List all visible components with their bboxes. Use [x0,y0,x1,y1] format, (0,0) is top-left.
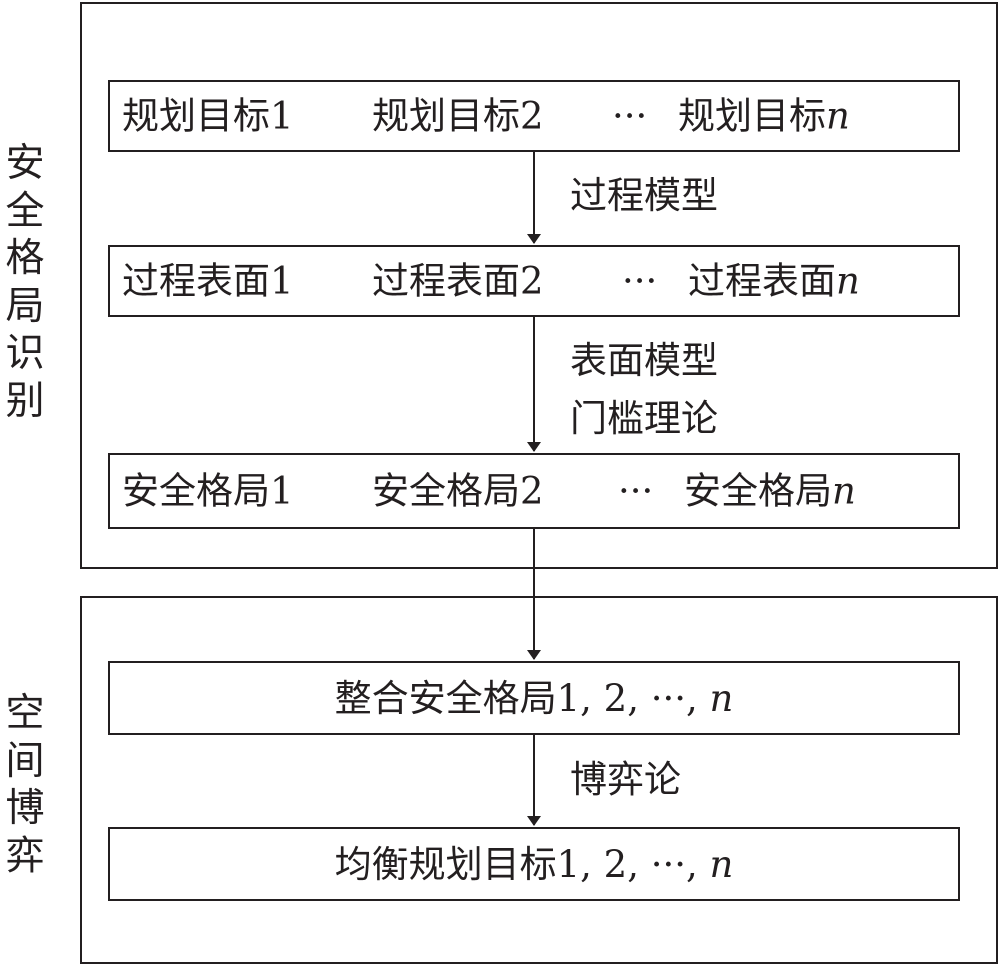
safety-patterns-node: 安全格局1 安全格局2 ··· 安全格局n [108,453,960,529]
spatial-game-group [80,596,998,964]
process-surfaces-node: 过程表面1 过程表面2 ··· 过程表面n [108,245,960,317]
process-surface-2: 过程表面2 [372,259,544,303]
safety-pattern-identification-group [80,2,998,569]
planning-goals-node: 规划目标1 规划目标2 ··· 规划目标n [108,80,960,152]
safety-pattern-n: 安全格局n [684,469,856,513]
planning-goal-n: 规划目标n [678,94,850,138]
balanced-planning-goals-text: 均衡规划目标1, 2, ···, n [334,842,734,886]
process-model-label: 过程模型 [570,174,718,217]
integrate-safety-patterns-node: 整合安全格局1, 2, ···, n [108,661,960,735]
process-surface-1: 过程表面1 [122,259,294,303]
ellipsis: ··· [618,469,654,513]
planning-goal-1: 规划目标1 [122,94,294,138]
process-surface-n: 过程表面n [688,259,860,303]
integrate-safety-patterns-text: 整合安全格局1, 2, ···, n [334,676,734,720]
balanced-planning-goals-node: 均衡规划目标1, 2, ···, n [108,827,960,901]
safety-pattern-2: 安全格局2 [372,469,544,513]
ellipsis: ··· [612,94,648,138]
threshold-theory-label: 门槛理论 [570,397,718,440]
surface-model-label: 表面模型 [570,339,718,382]
identification-group-label: 安 全 格 局 识 别 [5,141,45,424]
safety-pattern-1: 安全格局1 [122,469,294,513]
ellipsis: ··· [622,259,658,303]
game-theory-label: 博弈论 [570,758,681,801]
planning-goal-2: 规划目标2 [372,94,544,138]
game-group-label: 空 间 博 弈 [5,691,45,879]
